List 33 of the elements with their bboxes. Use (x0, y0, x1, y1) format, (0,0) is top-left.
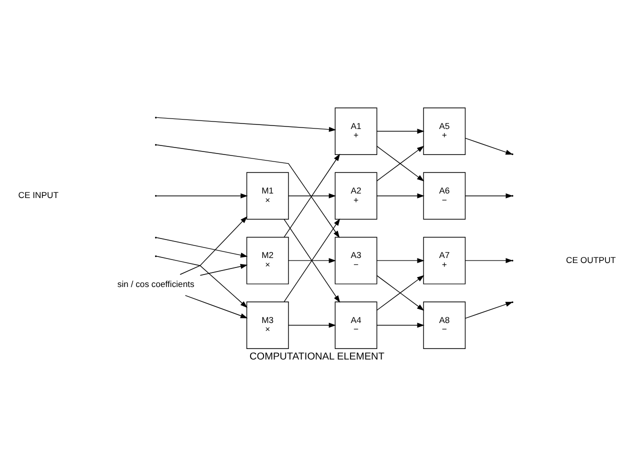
arrow (156, 255, 248, 308)
arrow (284, 153, 340, 237)
caption: COMPUTATIONAL ELEMENT (250, 351, 384, 362)
node-box: A3 − (334, 236, 378, 284)
arrow (156, 236, 248, 258)
node-box: A1 + (334, 107, 378, 154)
node-box: A4 − (334, 301, 378, 348)
node-box: M3 × (246, 301, 289, 348)
node-box: A7 + (423, 236, 466, 284)
arrow (288, 322, 336, 328)
arrow (156, 116, 336, 132)
arrow (376, 128, 424, 134)
node-box: M1 × (246, 172, 289, 220)
node-box: A5 + (423, 107, 466, 154)
arrow (156, 192, 248, 198)
arrow (376, 322, 424, 328)
arrow (288, 192, 336, 198)
arrow (156, 144, 340, 238)
arrow (180, 216, 248, 274)
arrow (200, 263, 248, 276)
arrow (184, 294, 248, 318)
arrow (288, 258, 336, 263)
arrow (376, 145, 424, 181)
arrow (376, 192, 424, 198)
label: CE OUTPUT (566, 254, 616, 264)
label: CE INPUT (18, 190, 58, 200)
node-text: sin / cos coefficients (117, 278, 194, 289)
node-box: A2 + (334, 172, 378, 220)
node-box: M2 × (246, 236, 289, 284)
node-box: A8 − (423, 301, 466, 348)
node-box: A6 − (423, 172, 466, 220)
arrow (376, 258, 424, 263)
arrow (376, 274, 424, 310)
